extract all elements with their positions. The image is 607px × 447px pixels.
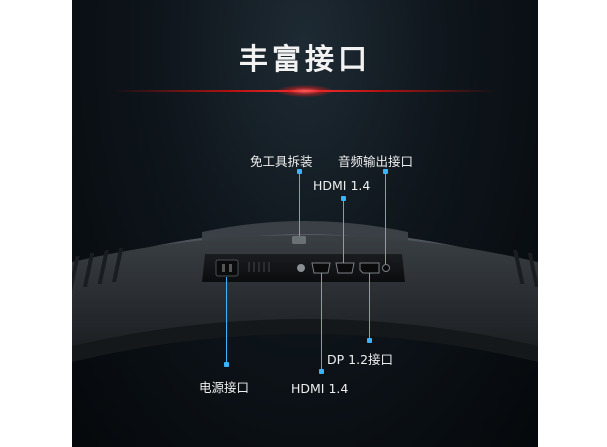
- hdmi-port-1: [311, 262, 331, 274]
- section-title: 丰富接口: [238, 42, 371, 76]
- label-hdmi-bottom: HDMI 1.4: [291, 381, 349, 396]
- red-glow: [277, 85, 333, 97]
- callout-dot-dp: [367, 338, 372, 343]
- callout-dot-power: [224, 362, 229, 367]
- product-image-panel: 丰富接口: [72, 0, 538, 447]
- callout-dot-audio: [383, 169, 388, 174]
- callout-line-hdmi-top: [343, 199, 344, 263]
- housing-bottom-lip: [72, 319, 538, 362]
- label-tool-free: 免工具拆装: [250, 154, 313, 169]
- housing-ridge: [202, 221, 408, 244]
- label-power: 电源接口: [199, 380, 250, 395]
- label-audio-out: 音频输出接口: [338, 154, 414, 169]
- hdmi-port-2: [335, 262, 355, 274]
- label-hdmi-top: HDMI 1.4: [313, 178, 371, 193]
- callout-line-tool-free: [299, 172, 300, 236]
- tool-free-latch: [292, 236, 306, 244]
- callout-dot-hdmi-top: [341, 196, 346, 201]
- audio-jack: [382, 264, 390, 272]
- lock-knob: [297, 264, 305, 272]
- dp-port: [359, 262, 380, 274]
- label-dp: DP 1.2接口: [327, 352, 394, 367]
- right-vents: [513, 250, 538, 287]
- callout-line-power: [226, 277, 227, 363]
- power-socket: [215, 259, 239, 277]
- callout-line-audio: [385, 172, 386, 264]
- callout-line-dp: [369, 273, 370, 339]
- callout-line-hdmi-bottom: [321, 273, 322, 370]
- monitor-rear-illustration: [72, 221, 538, 362]
- callout-dot-hdmi-bottom: [319, 369, 324, 374]
- left-vents: [72, 248, 124, 290]
- callout-dot-tool-free: [297, 169, 302, 174]
